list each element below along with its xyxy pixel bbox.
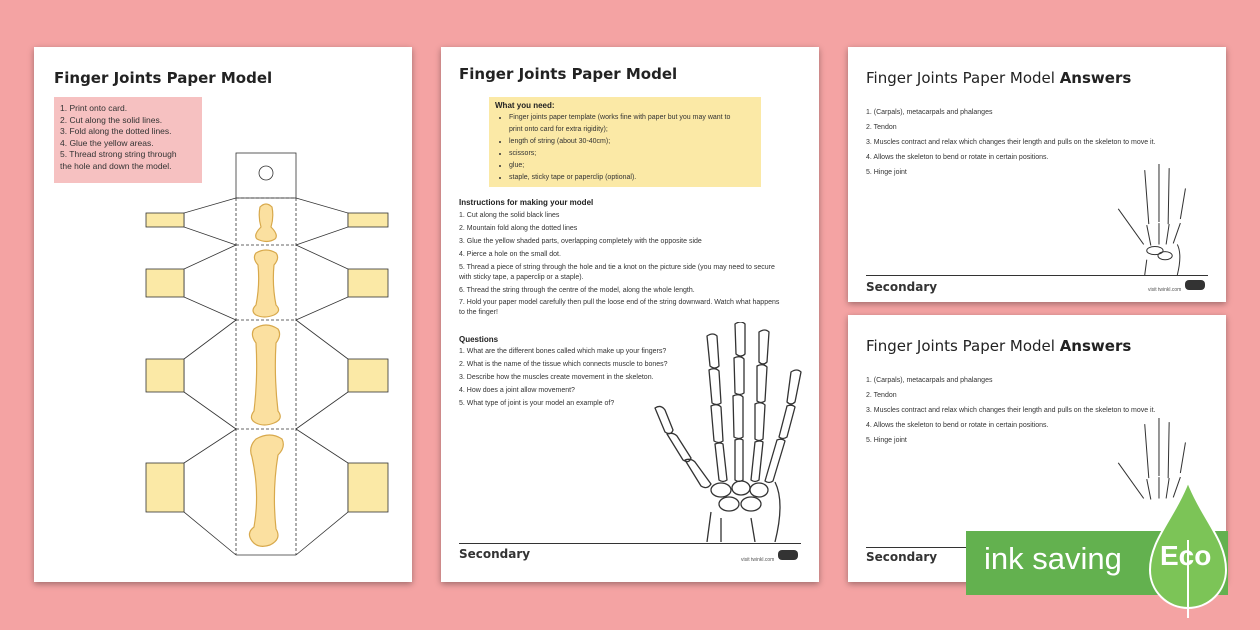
title-text: Finger Joints Paper Model <box>866 69 1060 87</box>
instruction-line: 4. Pierce a hole on the small dot. <box>459 251 561 258</box>
distal-phalanx <box>255 203 277 243</box>
twinkl-logo-text: visit twinkl.com <box>741 557 775 563</box>
title-text: Finger Joints Paper Model <box>866 337 1060 355</box>
step-line: 2. Cut along the solid lines. <box>60 114 163 125</box>
hand-skeleton-illustration <box>654 322 802 542</box>
need-item: print onto card for extra rigidity); <box>509 126 608 133</box>
footer-rule <box>866 275 1208 276</box>
instruction-line: to the finger! <box>459 309 498 316</box>
footer-secondary-label: Secondary <box>866 550 938 564</box>
answer-line: 1. (Carpals), metacarpals and phalanges <box>866 377 993 384</box>
glue-tab <box>145 268 185 298</box>
instruction-line: with sticky tape, a paperclip or a stapl… <box>459 274 584 281</box>
need-item: scissors; <box>509 148 755 160</box>
step-line: 5. Thread strong string through <box>60 149 177 159</box>
glue-tab <box>347 462 389 513</box>
step-line: the hole and down the model. <box>60 160 172 171</box>
instruction-line: 1. Cut along the solid black lines <box>459 212 560 219</box>
footer-rule <box>459 543 801 544</box>
glue-tab <box>347 358 389 393</box>
hand-skeleton-illustration <box>1117 164 1186 275</box>
answer-line: 3. Muscles contract and relax which chan… <box>866 139 1156 146</box>
need-item: staple, sticky tape or paperclip (option… <box>509 172 755 184</box>
question-line: 1. What are the different bones called w… <box>459 348 667 355</box>
string-hole <box>258 165 274 181</box>
step-line: 3. Fold along the dotted lines. <box>60 126 172 136</box>
glue-tab <box>347 212 389 228</box>
glue-tab <box>145 358 185 393</box>
answer-line: 5. Hinge joint <box>866 169 907 176</box>
need-item: Finger joints paper template (works fine… <box>509 112 755 124</box>
answer-line: 4. Allows the skeleton to bend or rotate… <box>866 154 1049 161</box>
answer-line: 4. Allows the skeleton to bend or rotate… <box>866 422 1049 429</box>
need-item: length of string (about 30-40cm); <box>509 136 755 148</box>
need-item: glue; <box>509 160 755 172</box>
instruction-line: 5. Thread a piece of string through the … <box>459 264 775 271</box>
twinkl-logo-text: visit twinkl.com <box>1148 287 1182 293</box>
glue-tab <box>145 212 185 228</box>
step-line: 1. Print onto card. <box>60 103 128 113</box>
answer-line: 2. Tendon <box>866 392 897 399</box>
title-bold-text: Answers <box>1059 337 1132 355</box>
metacarpal <box>248 434 284 547</box>
proximal-phalanx <box>250 324 281 426</box>
answer-line: 5. Hinge joint <box>866 437 907 444</box>
page-title: Finger Joints Paper Model Answers <box>866 337 1131 355</box>
instruction-line: 6. Thread the string through the centre … <box>459 287 695 294</box>
glue-tab <box>145 462 185 513</box>
page-title: Finger Joints Paper Model <box>54 69 273 87</box>
hand-skeleton-illustration <box>1117 418 1186 500</box>
instruction-line: 7. Hold your paper model carefully then … <box>459 299 780 306</box>
question-line: 3. Describe how the muscles create movem… <box>459 374 654 381</box>
question-line: 4. How does a joint allow movement? <box>459 387 575 394</box>
steps-box: 1. Print onto card. 2. Cut along the sol… <box>54 97 202 183</box>
glue-tab <box>347 268 389 298</box>
instructions-page: Finger Joints Paper Model What you need:… <box>441 47 819 582</box>
answers-page: Finger Joints Paper Model Answers 1. (Ca… <box>848 47 1226 302</box>
what-you-need-box: What you need: Finger joints paper templ… <box>489 97 761 187</box>
footer-secondary-label: Secondary <box>866 280 938 294</box>
title-bold-text: Answers <box>1059 69 1132 87</box>
instruction-line: 3. Glue the yellow shaded parts, overlap… <box>459 238 702 245</box>
page-title: Finger Joints Paper Model Answers <box>866 69 1131 87</box>
answer-line: 2. Tendon <box>866 124 897 131</box>
answer-line: 1. (Carpals), metacarpals and phalanges <box>866 109 993 116</box>
template-page: Finger Joints Paper Model 1. Print onto … <box>34 47 412 582</box>
page-title: Finger Joints Paper Model <box>459 65 678 83</box>
step-line: 4. Glue the yellow areas. <box>60 137 154 148</box>
finger-template-diagram <box>145 152 389 556</box>
question-line: 2. What is the name of the tissue which … <box>459 361 668 368</box>
instruction-line: 2. Mountain fold along the dotted lines <box>459 225 578 232</box>
need-heading: What you need: <box>495 101 555 110</box>
middle-phalanx <box>252 249 280 318</box>
questions-heading: Questions <box>459 335 499 344</box>
eco-leaf-icon <box>1148 480 1228 618</box>
ink-saving-label: ink saving <box>984 541 1122 576</box>
question-line: 5. What type of joint is your model an e… <box>459 400 615 407</box>
eco-label: Eco <box>1160 540 1212 571</box>
twinkl-logo-icon <box>778 550 798 560</box>
answer-line: 3. Muscles contract and relax which chan… <box>866 407 1156 414</box>
footer-secondary-label: Secondary <box>459 547 531 561</box>
instructions-heading: Instructions for making your model <box>459 198 594 207</box>
twinkl-logo-icon <box>1185 280 1205 290</box>
